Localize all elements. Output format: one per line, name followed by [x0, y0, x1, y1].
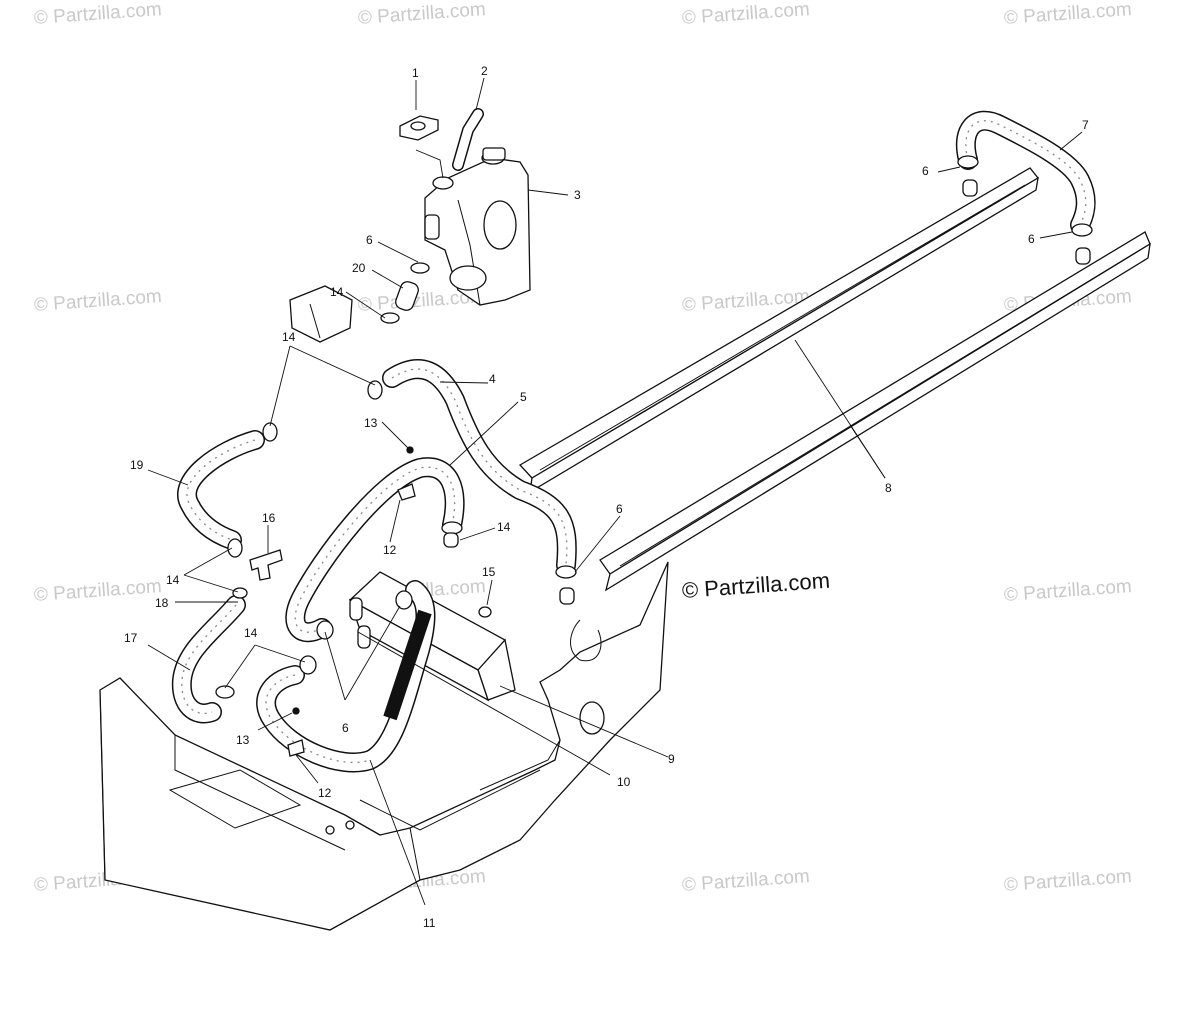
callout-6: 6 — [342, 721, 349, 735]
callout-19: 19 — [130, 458, 144, 472]
hose-part-11 — [256, 580, 436, 773]
callout-15: 15 — [482, 565, 496, 579]
callout-14: 14 — [330, 285, 344, 299]
chassis-tunnel — [99, 561, 669, 931]
callout-14: 14 — [166, 573, 180, 587]
gasket-part-1 — [399, 115, 439, 141]
hose-part-5 — [285, 457, 465, 643]
callout-20: 20 — [352, 261, 366, 275]
leader-lines — [147, 77, 1083, 906]
callout-6: 6 — [922, 164, 929, 178]
callout-6: 6 — [1028, 232, 1035, 246]
callout-13: 13 — [236, 733, 250, 747]
hose-part-4 — [382, 359, 577, 575]
callout-11: 11 — [423, 916, 436, 930]
thermostat-housing — [289, 285, 353, 343]
tee-fitting-part-16 — [249, 549, 283, 581]
callout-16: 16 — [262, 511, 276, 525]
callout-13: 13 — [364, 416, 378, 430]
callout-7: 7 — [1082, 118, 1089, 132]
coolant-tank — [424, 147, 531, 306]
vent-hose-part-2 — [452, 108, 484, 171]
elbow-part-20 — [380, 262, 430, 324]
callout-4: 4 — [489, 372, 496, 386]
callout-17: 17 — [124, 631, 138, 645]
callout-3: 3 — [574, 188, 581, 202]
callout-14: 14 — [282, 330, 296, 344]
hose-part-17 — [171, 595, 246, 724]
callout-12: 12 — [318, 786, 332, 800]
callout-1: 1 — [412, 66, 419, 80]
callout-18: 18 — [155, 596, 169, 610]
heat-exchanger-rails — [518, 167, 1151, 592]
callout-14: 14 — [244, 626, 258, 640]
callout-2: 2 — [481, 64, 488, 78]
callout-9: 9 — [668, 752, 675, 766]
callout-8: 8 — [885, 481, 892, 495]
callout-12: 12 — [383, 543, 397, 557]
callout-5: 5 — [520, 390, 527, 404]
callout-6: 6 — [616, 502, 623, 516]
callout-14: 14 — [497, 520, 511, 534]
hose-part-19 — [177, 430, 265, 550]
callout-6: 6 — [366, 233, 373, 247]
callout-10: 10 — [617, 775, 631, 789]
hose-clamps — [215, 155, 1093, 757]
hose-part-7 — [955, 110, 1096, 235]
